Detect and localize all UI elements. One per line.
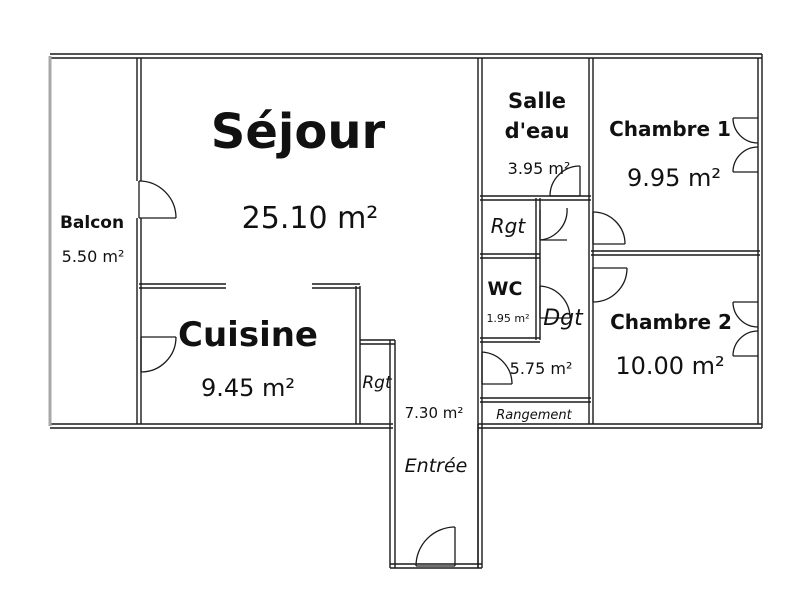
door-rgt-top [539, 207, 568, 241]
entree-label: Entrée [405, 455, 468, 477]
wc-label: WC [488, 278, 523, 300]
rangement-label: Rangement [496, 408, 572, 423]
door-closet-chambre2 [732, 301, 759, 357]
sejour-label: Séjour [211, 104, 386, 160]
balcon-label: Balcon [60, 213, 124, 233]
door-closet-chambre1 [732, 117, 759, 173]
rgt-top-label: Rgt [491, 214, 527, 238]
chambre2-label: Chambre 2 [610, 310, 732, 334]
dgt-label: Dgt [543, 306, 584, 331]
door-balcon [138, 180, 177, 219]
chambre1-area: 9.95 m² [627, 164, 721, 192]
door-entrance [415, 526, 456, 567]
cuisine-area: 9.45 m² [201, 374, 295, 402]
door-chambre1-dgt [592, 211, 626, 245]
door-cuisine [140, 336, 177, 373]
door-chambre2-dgt [592, 267, 628, 303]
dgt-area: 5.75 m² [510, 359, 573, 378]
door-wc [539, 285, 571, 319]
salle-deau-label-line2: d'eau [505, 119, 570, 143]
chambre1-label: Chambre 1 [609, 117, 731, 141]
balcon-area: 5.50 m² [62, 247, 125, 266]
entree-area: 7.30 m² [405, 404, 464, 422]
rgt-kitchen-label: Rgt [362, 373, 393, 393]
cuisine-label: Cuisine [178, 315, 318, 355]
salle-deau-area: 3.95 m² [508, 159, 571, 178]
door-rangement [481, 351, 513, 385]
door-salle-deau [549, 165, 581, 197]
salle-deau-label-line1: Salle [508, 89, 566, 113]
wc-area: 1.95 m² [486, 312, 529, 325]
chambre2-area: 10.00 m² [615, 352, 724, 380]
sejour-area: 25.10 m² [242, 201, 379, 236]
doors [138, 117, 759, 567]
